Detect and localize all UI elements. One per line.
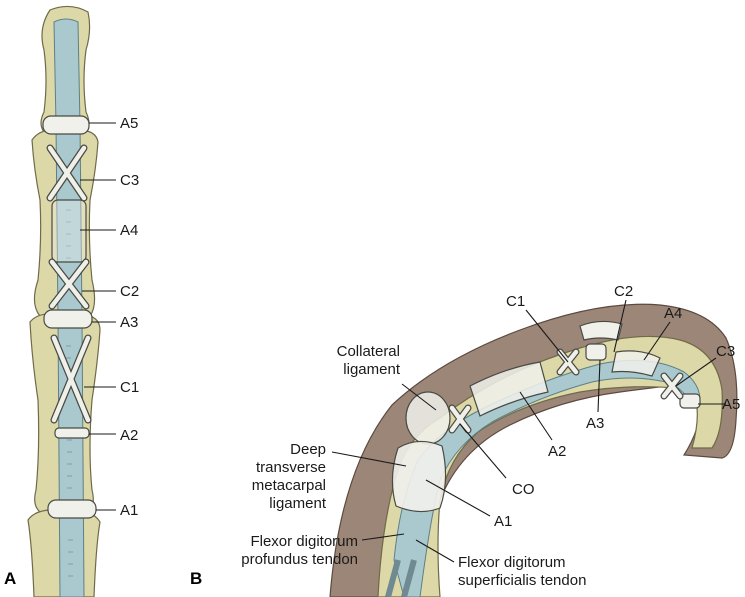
label-deep-3: metacarpal [252,477,326,494]
label-b-a4: A4 [664,305,682,322]
panel-b-finger [329,303,738,597]
label-a-c2: C2 [120,283,139,300]
label-collateral-2: ligament [343,361,401,378]
panel-a-letter: A [4,569,16,588]
tendon-tails [385,559,417,597]
label-a-a2: A2 [120,427,138,444]
pulley-cap [579,320,623,341]
collateral-ligament [405,391,451,445]
panel-a-finger [27,5,101,597]
pulley-a5 [42,115,90,135]
pulley-a1 [47,499,97,519]
label-fds-1: Flexor digitorum [458,554,566,571]
pulley-b-a2 [469,361,549,417]
label-a-c3: C3 [120,172,139,189]
label-a-a3: A3 [120,314,138,331]
label-b-c3: C3 [716,343,735,360]
label-a-c1: C1 [120,379,139,396]
pulley-a3 [43,309,93,329]
label-b-co: CO [512,481,535,498]
label-b-a5: A5 [722,396,740,413]
pulley-a2 [54,427,90,439]
pulley-a4 [51,199,87,263]
label-b-a3: A3 [586,415,604,432]
label-b-c2: C2 [614,283,633,300]
label-b-c1: C1 [506,293,525,310]
pulley-b-a3 [585,343,607,361]
label-collateral-1: Collateral [337,343,400,360]
label-deep-1: Deep [290,441,326,458]
label-fds-2: superficialis tendon [458,572,586,589]
label-deep-2: transverse [256,459,326,476]
pulley-b-a5 [679,393,701,409]
panel-b-leaders [331,299,726,563]
label-b-a2: A2 [548,443,566,460]
pulley-b-a4 [611,350,661,377]
label-fdp-2: profundus tendon [241,551,358,568]
label-b-a1: A1 [494,513,512,530]
deep-transverse-metacarpal-ligament [391,440,447,513]
label-a-a4: A4 [120,222,138,239]
panel-b-letter: B [190,569,202,588]
panel-a-leaders [80,122,116,511]
label-fdp-1: Flexor digitorum [250,533,358,550]
label-deep-4: ligament [269,495,327,512]
label-a-a1: A1 [120,502,138,519]
label-a-a5: A5 [120,115,138,132]
